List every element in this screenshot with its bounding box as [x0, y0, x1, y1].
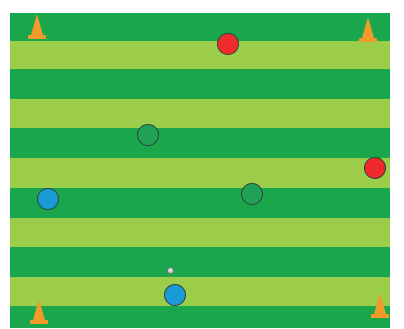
field-stripe [10, 69, 390, 99]
player-green-2[interactable] [241, 183, 263, 205]
field-stripe [10, 188, 390, 218]
player-blue-2[interactable] [164, 284, 186, 306]
field-stripe [10, 13, 390, 41]
player-green-1[interactable] [137, 124, 159, 146]
player-red-2[interactable] [364, 157, 386, 179]
soccer-ball-icon[interactable] [167, 267, 174, 274]
cone-icon [29, 298, 49, 326]
cone-icon [370, 292, 390, 320]
soccer-field [10, 13, 390, 328]
field-stripe [10, 306, 390, 328]
player-red-1[interactable] [217, 33, 239, 55]
player-blue-1[interactable] [37, 188, 59, 210]
field-stripe [10, 247, 390, 277]
cone-icon [358, 16, 378, 44]
cone-icon [27, 13, 47, 41]
field-stripe [10, 128, 390, 158]
